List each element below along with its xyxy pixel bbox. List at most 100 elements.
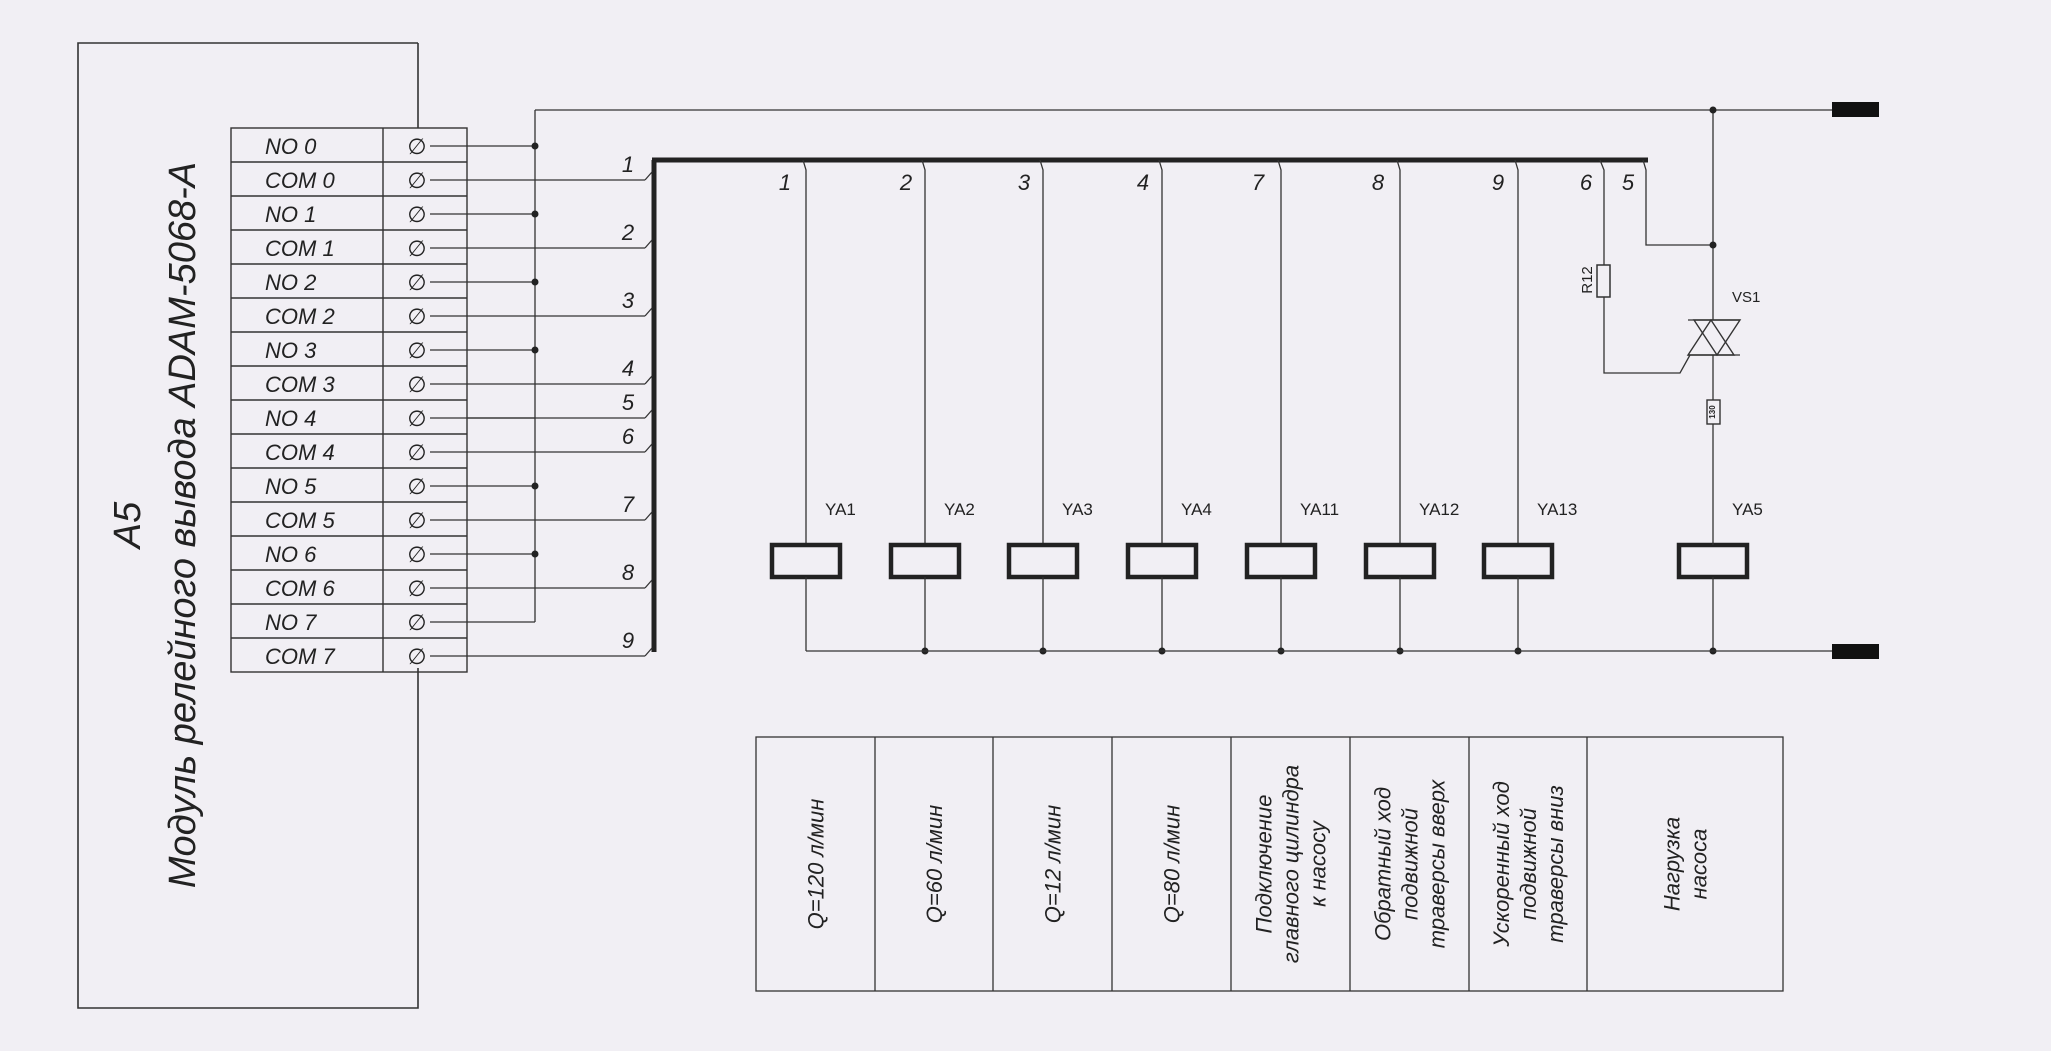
coils: YA1 YA2 YA3 YA4 YA11 YA12 YA13 YA5 (769, 159, 1763, 655)
terminal-label: NO 5 (265, 474, 317, 499)
top-bus-wire-label: 9 (1492, 170, 1504, 195)
screw-terminal-icon: ∅ (407, 168, 426, 193)
bus-wire-label: 8 (622, 560, 635, 585)
top-bus-wire-label: 6 (1580, 170, 1593, 195)
pump-circuit: R12 VS1 130 (1579, 106, 1760, 545)
terminal-label: NO 3 (265, 338, 317, 363)
screw-terminal-icon: ∅ (407, 270, 426, 295)
legend-cell: Нагрузканасоса (1660, 817, 1712, 911)
solenoid-coil (1481, 542, 1555, 580)
coil-label: YA12 (1419, 500, 1459, 519)
top-bus-labels: 1 2 3 4 7 8 9 6 5 (779, 170, 1635, 195)
top-bus-wire-label: 5 (1622, 170, 1635, 195)
triac-label: VS1 (1732, 289, 1760, 306)
terminal-label: COM 6 (265, 576, 335, 601)
terminal-label: COM 4 (265, 440, 335, 465)
legend-cell: Q=60 л/мин (922, 805, 947, 924)
terminal-label: COM 7 (265, 644, 335, 669)
top-bus-wire-label: 1 (779, 170, 791, 195)
coil-label: YA13 (1537, 500, 1577, 519)
coil-label: YA3 (1062, 500, 1093, 519)
bottom-terminal (1832, 644, 1879, 659)
screw-terminal-icon: ∅ (407, 406, 426, 431)
bus-wire-label: 2 (621, 220, 634, 245)
legend-text: Q=120 л/мин (804, 799, 829, 930)
left-bus-labels: 1 2 3 4 5 6 7 8 9 (621, 152, 635, 653)
solenoid-coil (1363, 542, 1437, 580)
screw-terminal-icon: ∅ (407, 644, 426, 669)
screw-terminal-icon: ∅ (407, 610, 426, 635)
top-bus-wire-label: 8 (1372, 170, 1385, 195)
screw-terminal-icon: ∅ (407, 576, 426, 601)
bus-wire-label: 5 (622, 390, 635, 415)
top-terminal (1832, 102, 1879, 117)
coil-label: YA1 (825, 500, 856, 519)
bus-wire-label: 7 (622, 492, 635, 517)
solenoid-coil (1676, 542, 1750, 580)
legend-text: Q=80 л/мин (1160, 805, 1185, 924)
solenoid-coil (888, 542, 962, 580)
bus-wire-label: 6 (622, 424, 635, 449)
screw-terminal-icon: ∅ (407, 134, 426, 159)
legend-text: Обратный ходподвижнойтраверсы вверх (1371, 779, 1450, 949)
coil-label: YA4 (1181, 500, 1212, 519)
legend-text: Q=60 л/мин (922, 805, 947, 924)
legend-cell: Q=12 л/мин (1041, 805, 1066, 924)
legend-text: Q=12 л/мин (1041, 805, 1066, 924)
terminal-label: NO 6 (265, 542, 317, 567)
bus-wire-label: 9 (622, 628, 634, 653)
coil-label: YA2 (944, 500, 975, 519)
bus-wire-label: 1 (622, 152, 634, 177)
solenoid-coil (1244, 542, 1318, 580)
coil-label: YA11 (1300, 500, 1339, 519)
terminal-label: COM 0 (265, 168, 335, 193)
screw-terminal-icon: ∅ (407, 372, 426, 397)
triac-vs1 (1686, 310, 1742, 400)
module-designator: A5 (107, 501, 149, 550)
top-bus-wire-label: 3 (1018, 170, 1031, 195)
screw-terminal-icon: ∅ (407, 542, 426, 567)
screw-terminal-icon: ∅ (407, 236, 426, 261)
solenoid-coil (1125, 542, 1199, 580)
terminal-label: NO 7 (265, 610, 317, 635)
terminal-label: NO 4 (265, 406, 316, 431)
legend-cell: Q=80 л/мин (1160, 805, 1185, 924)
bus-wire-label: 3 (622, 288, 635, 313)
legend-cell: Подключениеглавного цилиндрак насосу (1252, 765, 1331, 963)
resistor-r12 (1596, 264, 1611, 298)
terminal-block: NO 0 ∅ COM 0 ∅ NO 1 ∅ COM 1 ∅ NO 2 ∅ COM 2 ∅ NO 3 ∅ CO… (230, 127, 468, 673)
screw-terminal-icon: ∅ (407, 440, 426, 465)
screw-terminal-icon: ∅ (407, 508, 426, 533)
legend-table: Q=120 л/мин Q=60 л/мин Q=12 л/мин Q=80 л/ми… (755, 736, 1784, 992)
screw-terminal-icon: ∅ (407, 474, 426, 499)
bus-wire-label: 4 (622, 356, 634, 381)
module-frame (77, 42, 419, 1009)
screw-terminal-icon: ∅ (407, 304, 426, 329)
screw-terminal-icon: ∅ (407, 202, 426, 227)
terminal-label: COM 5 (265, 508, 335, 533)
top-bus-wire-label: 2 (899, 170, 912, 195)
screw-terminal-icon: ∅ (407, 338, 426, 363)
wires (467, 110, 653, 657)
legend-text: Подключениеглавного цилиндрак насосу (1252, 765, 1331, 963)
legend-cell: Обратный ходподвижнойтраверсы вверх (1371, 779, 1450, 949)
resistor-label: R12 (1579, 266, 1596, 294)
coil-label: YA5 (1732, 500, 1763, 519)
top-bus-wire-label: 7 (1252, 170, 1265, 195)
legend-cell: Ускоренный ходподвижнойтраверсы вниз (1489, 781, 1568, 948)
terminal-label: COM 3 (265, 372, 335, 397)
top-bus-wire-label: 4 (1137, 170, 1149, 195)
solenoid-coil (769, 542, 843, 580)
module-title: Модуль релейного вывода ADAM-5068-A (162, 162, 204, 888)
solenoid-coil (1006, 542, 1080, 580)
terminal-label: NO 0 (265, 134, 317, 159)
terminal-label: NO 1 (265, 202, 316, 227)
legend-cell: Q=120 л/мин (804, 799, 829, 930)
legend-text: Ускоренный ходподвижнойтраверсы вниз (1489, 781, 1568, 948)
snubber-label: 130 (1708, 405, 1717, 419)
legend-text: Нагрузканасоса (1660, 817, 1712, 911)
terminal-label: COM 2 (265, 304, 335, 329)
terminal-label: COM 1 (265, 236, 335, 261)
terminal-label: NO 2 (265, 270, 316, 295)
